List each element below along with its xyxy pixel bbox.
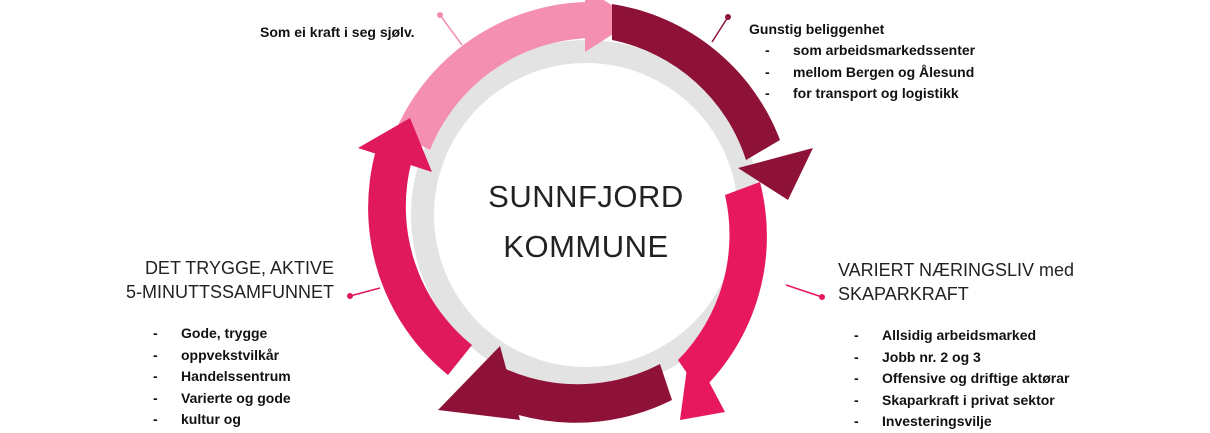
cycle-diagram [347,0,825,423]
connector-left [347,287,381,299]
cycle-segment-top [395,1,600,150]
list-item: som arbeidsmarkedssenter [765,40,1049,62]
connector-top-right [711,14,731,43]
cycle-segment-right [612,4,780,160]
left-heading: DET TRYGGE, AKTIVE 5-MINUTTSSAMFUNNET [100,256,334,304]
list-item: Jobb nr. 2 og 3 [854,347,1168,369]
list-item: for transport og logistikk [765,83,1049,105]
list-item-continuation: kultur og [153,409,353,431]
top-left-text: Som ei kraft i seg sjølv. [260,24,415,40]
cycle-segment-bottom-right [678,182,767,392]
top-right-block: Gunstig beliggenhet som arbeidsmarkedsse… [749,19,1049,105]
right-heading-line1: VARIERT NÆRINGSLIV med [838,260,1075,280]
cycle-segment-bottom [470,360,672,423]
list-item: Varierte og gode [153,388,353,410]
list-item-continuation: oppvekstvilkår [153,345,353,367]
cycle-arrow-bottom [438,346,520,420]
cycle-arrow-bottom-right [680,346,725,420]
list-item: Investeringsvilje [854,411,1168,433]
center-title-line2: KOMMUNE [503,229,669,264]
list-item: Offensive og driftige aktørar [854,368,1168,390]
list-item: mellom Bergen og Ålesund [765,62,1049,84]
top-right-list: som arbeidsmarkedssenter mellom Bergen o… [765,40,1049,105]
left-block: Gode, trygge oppvekstvilkår Handelssentr… [153,323,353,431]
right-list: Allsidig arbeidsmarked Jobb nr. 2 og 3 O… [854,325,1168,433]
right-block: VARIERT NÆRINGSLIV med SKAPARKRAFT Allsi… [838,258,1168,433]
center-title-line1: SUNNFJORD [488,179,684,214]
left-heading-line2: 5-MINUTTSSAMFUNNET [126,282,334,302]
list-item: Handelssentrum [153,366,353,388]
center-title: SUNNFJORD KOMMUNE [436,172,736,272]
cycle-arrow-left [358,118,432,172]
cycle-arrow-right [738,148,813,200]
cycle-segment-left [368,150,472,375]
list-item: Allsidig arbeidsmarked [854,325,1168,347]
top-right-heading: Gunstig beliggenhet [749,21,885,37]
list-item: Skaparkraft i privat sektor [854,390,1168,412]
list-item: Gode, trygge [153,323,353,345]
left-list: Gode, trygge oppvekstvilkår Handelssentr… [153,323,353,431]
right-heading-line2: SKAPARKRAFT [838,284,969,304]
connector-right [785,284,825,300]
center-disc [434,63,738,367]
left-heading-line1: DET TRYGGE, AKTIVE [144,258,334,278]
connector-top-left [437,12,463,46]
